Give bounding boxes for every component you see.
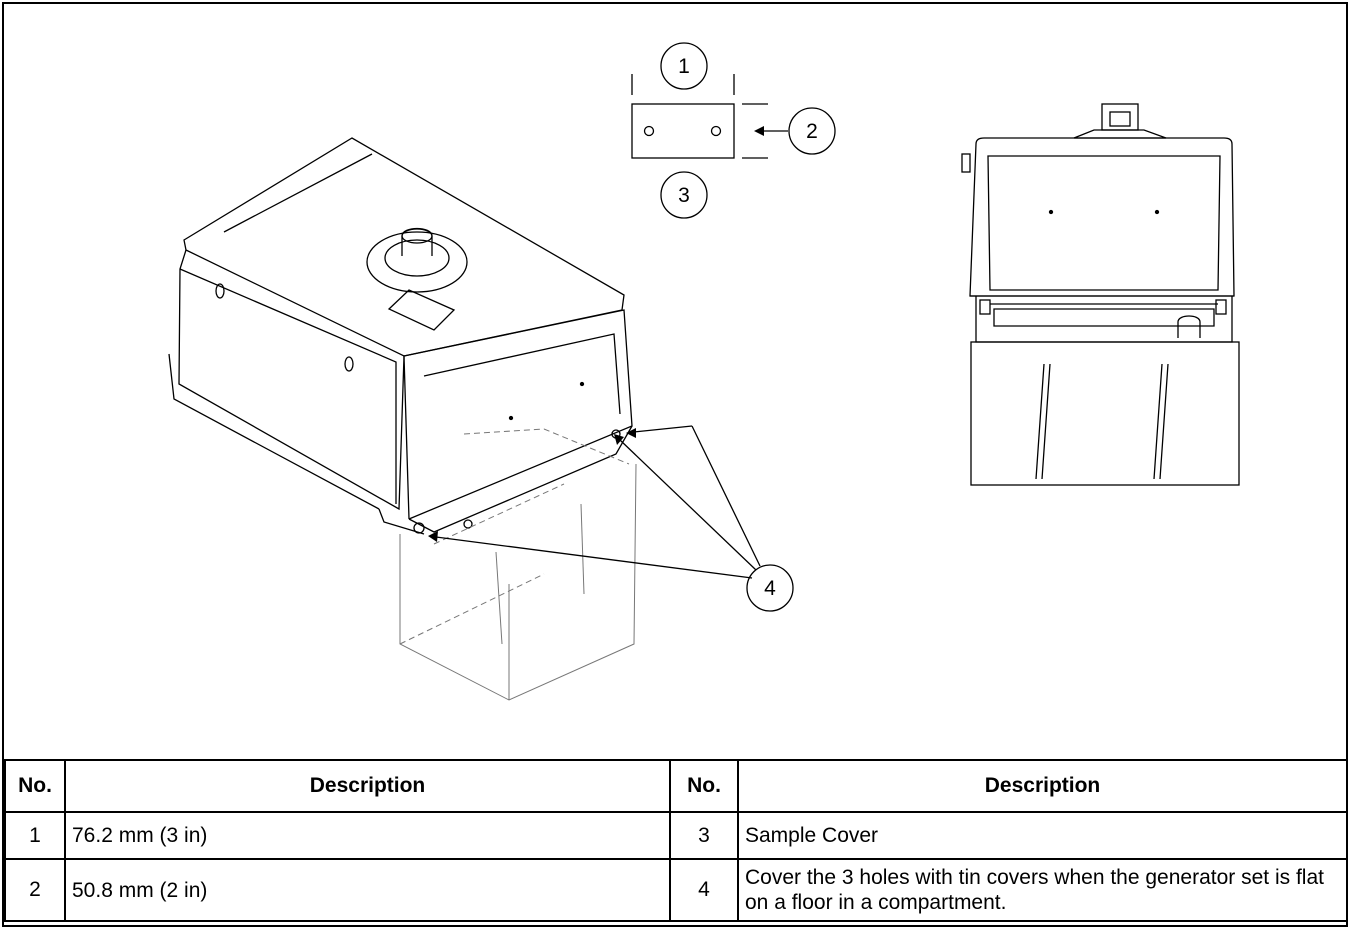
cover-hole-left [643,125,655,137]
callout-1-circle [660,42,708,90]
generator-isometric-view [168,137,633,535]
caution-label [387,289,456,331]
callout-4-label: 4 [764,577,776,600]
callout-2-arrowhead [754,126,764,136]
table-row: 1 76.2 mm (3 in) 3 Sample Cover [4,811,1348,860]
item-number: 1 [4,811,66,860]
header-description-left: Description [64,759,671,813]
item-description: Sample Cover [737,811,1348,860]
door-latch-left [215,283,225,299]
cover-hole-right [710,125,722,137]
item-number: 2 [4,858,66,922]
callout-1-label: 1 [678,55,690,78]
callout-3-circle [660,171,708,219]
enclosure-right-face [403,309,633,520]
enclosure-left-face [178,249,405,511]
legend-header-row: No. Description No. Description [4,759,1348,813]
header-description-right: Description [737,759,1348,813]
sample-cover-rect [631,103,735,159]
item-description: Cover the 3 holes with tin covers when t… [737,858,1348,922]
item-number: 4 [669,858,739,922]
callout-4-circle [746,564,794,612]
generator-set-diagram: 1 2 3 4 [168,42,1240,701]
header-no-right: No. [669,759,739,813]
callout-4-leaders [428,425,761,579]
generator-front-view [961,103,1240,486]
header-no-left: No. [4,759,66,813]
legend-table: No. Description No. Description 1 76.2 m… [4,759,1348,922]
exhaust-flange-outer [366,231,468,293]
item-description: 50.8 mm (2 in) [64,858,671,922]
item-number: 3 [669,811,739,860]
item-description: 76.2 mm (3 in) [64,811,671,860]
table-row: 2 50.8 mm (2 in) 4 Cover the 3 holes wit… [4,858,1348,922]
front-support-box [970,341,1240,486]
front-enclosure-cover [969,137,1235,297]
door-latch-right [344,356,354,372]
callout-2-label: 2 [806,120,818,143]
callout-3-label: 3 [678,184,690,207]
front-lower-housing [975,296,1233,343]
sample-cover-drawing [631,74,788,159]
isometric-support-box [399,428,637,701]
illustration-area: 1 2 3 4 [4,4,1346,759]
callout-2-circle [788,107,836,155]
